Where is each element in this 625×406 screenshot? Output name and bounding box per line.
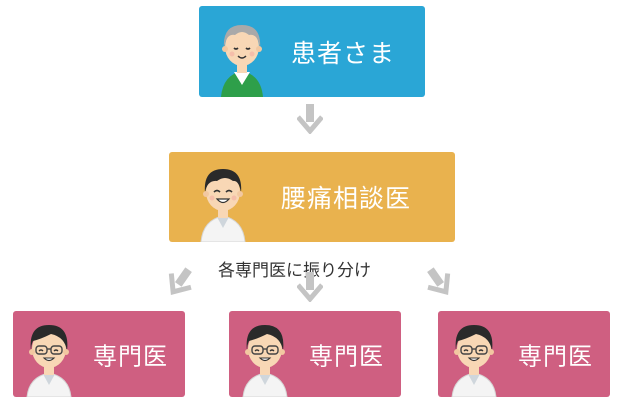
patient-label: 患者さま: [291, 38, 396, 68]
specialist-box: 専門医: [13, 311, 185, 397]
doctor-with-glasses-icon: [451, 324, 497, 397]
specialist-box: 専門医: [229, 311, 401, 397]
elderly-person-icon: [220, 24, 264, 97]
down-arrow-icon: [297, 272, 323, 302]
dispatch-caption: 各専門医に振り分け: [216, 256, 373, 281]
specialist-box: 専門医: [438, 311, 610, 397]
down-right-arrow-icon: [422, 262, 456, 302]
patient-box: 患者さま: [199, 6, 425, 97]
consultant-box: 腰痛相談医: [169, 152, 455, 242]
doctor-with-glasses-icon: [26, 324, 72, 397]
consultant-label: 腰痛相談医: [281, 184, 412, 213]
specialist-label: 専門医: [93, 342, 168, 371]
down-arrow-icon: [297, 104, 323, 134]
down-left-arrow-icon: [163, 262, 197, 302]
doctor-with-glasses-icon: [242, 324, 288, 397]
specialist-label: 専門医: [309, 342, 384, 371]
specialist-label: 専門医: [518, 342, 593, 371]
doctor-icon: [200, 168, 246, 242]
